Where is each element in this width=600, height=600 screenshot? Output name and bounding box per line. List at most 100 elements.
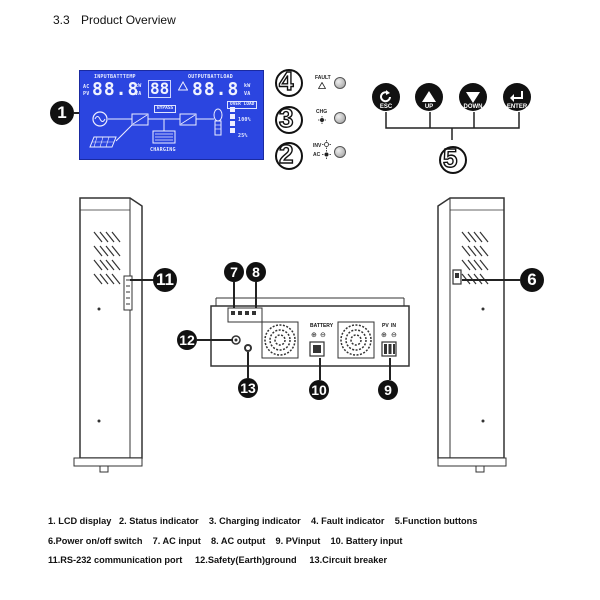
solar-panel-icon [89,136,117,148]
lcd-bypass-label: BYPASS [154,105,177,113]
ac-sun-icon [322,150,331,159]
lcd-output-label: OUTPUTBATTLOAD [188,74,233,80]
up-button[interactable] [415,83,443,111]
callout-2-ring [275,142,303,170]
pv-minus: ⊖ [391,332,397,339]
callout-4-number: 4 [278,65,294,96]
legend-item-11: 11.RS-232 communication port [48,555,183,565]
lcd-pct-100: 100% [238,117,251,123]
bottom-panel [210,297,410,367]
lcd-right-digits: 88.8 [192,79,240,100]
lcd-display: INPUTBATTTEMP OUTPUTBATTLOAD AC PV 88.8 … [79,70,264,160]
callout-3-ring [275,106,303,134]
callout-7-badge: 7 [224,262,244,282]
callout-12-leader [197,339,233,341]
fan-right-icon [337,321,375,359]
lcd-charging-label: CHARGING [150,147,176,153]
lcd-ac-tag: AC [83,84,90,90]
up-button-label: UP [424,104,434,110]
inv-ac-led [334,146,346,158]
inv-sun-icon [322,140,331,149]
lcd-right-unit-va: VA [244,91,251,97]
enter-button-label: ENTER [506,104,528,110]
legend-item-12: 12.Safety(Earth)ground [195,555,297,565]
legend-item-7: 7. AC input [152,536,201,546]
callout-5-number: 5 [442,142,458,173]
load-bulb-icon [213,108,223,136]
lcd-left-digits: 88.8 [92,79,140,100]
function-buttons-bracket [385,112,520,140]
fan-left-icon [261,321,299,359]
callout-9-badge: 9 [378,380,398,400]
enter-button[interactable] [503,83,531,111]
pv-label: PV [382,323,389,329]
lcd-mid-digits: 88 [148,79,172,98]
callout-2-number: 2 [278,138,294,169]
legend-item-8: 8. AC output [211,536,266,546]
callout-10-leader [319,358,321,380]
legend-item-2: 2. Status indicator [118,516,199,526]
callout-3-number: 3 [278,102,294,133]
legend-item-6: 6.Power on/off switch [48,536,143,546]
ac-label: AC [313,152,321,158]
fault-label: FAULT [315,75,331,81]
section-number: 3.3 [53,13,70,27]
battery-plus: ⊕ [311,332,317,339]
callout-11-badge: 11 [153,268,177,292]
callout-13-leader [247,352,249,378]
callout-10-badge: 10 [309,380,329,400]
lcd-pv-tag: PV [83,91,90,97]
return-arrow-icon [380,90,391,103]
down-button-label: DOWN [463,104,483,110]
battery-minus: ⊖ [320,332,326,339]
lcd-left-unit-va: VA [135,91,142,97]
pv-plus: ⊕ [381,332,387,339]
battery-icon [152,130,176,144]
enter-arrow-icon [510,91,523,102]
callout-6-badge: 6 [520,268,544,292]
callout-8-leader [255,282,257,308]
legend-item-13: 13.Circuit breaker [309,555,388,565]
section-title: Product Overview [81,13,176,27]
inv-label: INV [313,143,322,149]
legend-item-9: 9. PVinput [275,536,321,546]
callout-7-leader [233,282,235,308]
load-level-bars [230,107,235,133]
callout-5-ring [439,146,467,174]
callout-1-badge: 1 [50,101,74,125]
lcd-input-label: INPUTBATTTEMP [94,74,136,80]
callout-11-leader [130,279,154,281]
esc-button[interactable] [372,83,400,111]
ac-source-icon [92,111,108,127]
down-button[interactable] [459,83,487,111]
section-heading: 3.3 Product Overview [53,13,176,27]
triangle-up-icon [422,91,436,102]
lcd-over-load-label: OVER LOAD [227,101,258,109]
callout-8-badge: 8 [246,262,266,282]
legend-line-1: 1. LCD display 2. Status indicator 3. Ch… [48,516,477,526]
callout-12-badge: 12 [177,330,197,350]
legend-item-3: 3. Charging indicator [208,516,301,526]
right-side-panel [437,197,507,473]
battery-label: BATTERY [310,323,334,329]
triangle-down-icon [466,92,480,103]
left-side-panel [73,197,143,473]
legend-item-1: 1. LCD display [48,516,112,526]
legend-item-4: 4. Fault indicator [310,516,385,526]
legend-line-2: 6.Power on/off switch 7. AC input 8. AC … [48,536,402,546]
callout-6-leader [462,279,520,281]
fault-triangle-icon [318,82,326,89]
legend-item-10: 10. Battery input [330,536,403,546]
callout-9-leader [389,358,391,380]
lcd-left-unit-kw: kW [135,83,142,89]
chg-label: CHG [316,109,328,115]
callout-4-ring [275,69,303,97]
fault-led [334,77,346,89]
esc-button-label: ESC [379,104,393,110]
lcd-flow-diagram [89,107,235,148]
warning-triangle-icon [178,81,188,91]
lcd-pct-25: 25% [238,133,248,139]
pv-in-label: IN [391,323,396,329]
legend-item-5: 5.Function buttons [394,516,478,526]
legend-line-3: 11.RS-232 communication port 12.Safety(E… [48,555,387,565]
